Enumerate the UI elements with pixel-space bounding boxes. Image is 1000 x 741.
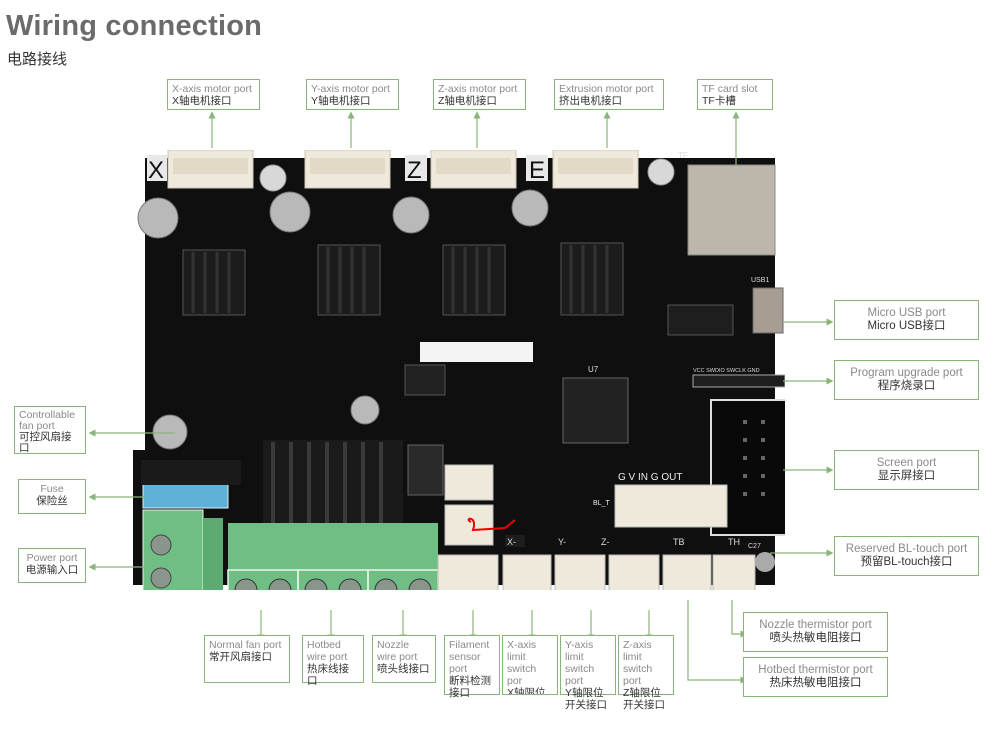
page-title: Wiring connection — [6, 10, 263, 42]
motor-connector-y — [304, 150, 391, 189]
silk-bltouch: BL_T — [593, 500, 610, 507]
motor-connector-x — [167, 150, 254, 189]
silk-y: Y — [288, 157, 304, 184]
silk-p2-pins: VCC SWDIO SWCLK GND — [693, 368, 760, 374]
silk-usb: USB1 — [751, 277, 769, 284]
silk-tf: TF — [678, 151, 688, 160]
silk-tb: TB — [673, 537, 685, 547]
silk-z-minus: Z- — [601, 537, 610, 547]
motor-connector-e — [552, 150, 639, 189]
silk-e: E — [529, 157, 545, 184]
label-x-axis-limit-switch-port: X-axis limit switch porX轴限位开关接口 — [502, 635, 558, 695]
silk-x: X — [148, 157, 164, 184]
silk-y-minus: Y- — [558, 537, 566, 547]
silk-x-minus: X- — [507, 537, 516, 547]
silk-z: Z — [407, 157, 422, 184]
page-subtitle: 电路接线 — [7, 51, 68, 68]
silk-bltouch-pins: G V IN G OUT — [618, 472, 682, 483]
silk-u7: U7 — [588, 365, 599, 374]
motor-connector-z — [430, 150, 517, 189]
mainboard-photo: X Y Z E U7 TF USB1 VCC SWDIO SWCLK GND — [133, 150, 785, 590]
silk-c40: C27 — [748, 543, 761, 550]
silk-th: TH — [728, 537, 740, 547]
